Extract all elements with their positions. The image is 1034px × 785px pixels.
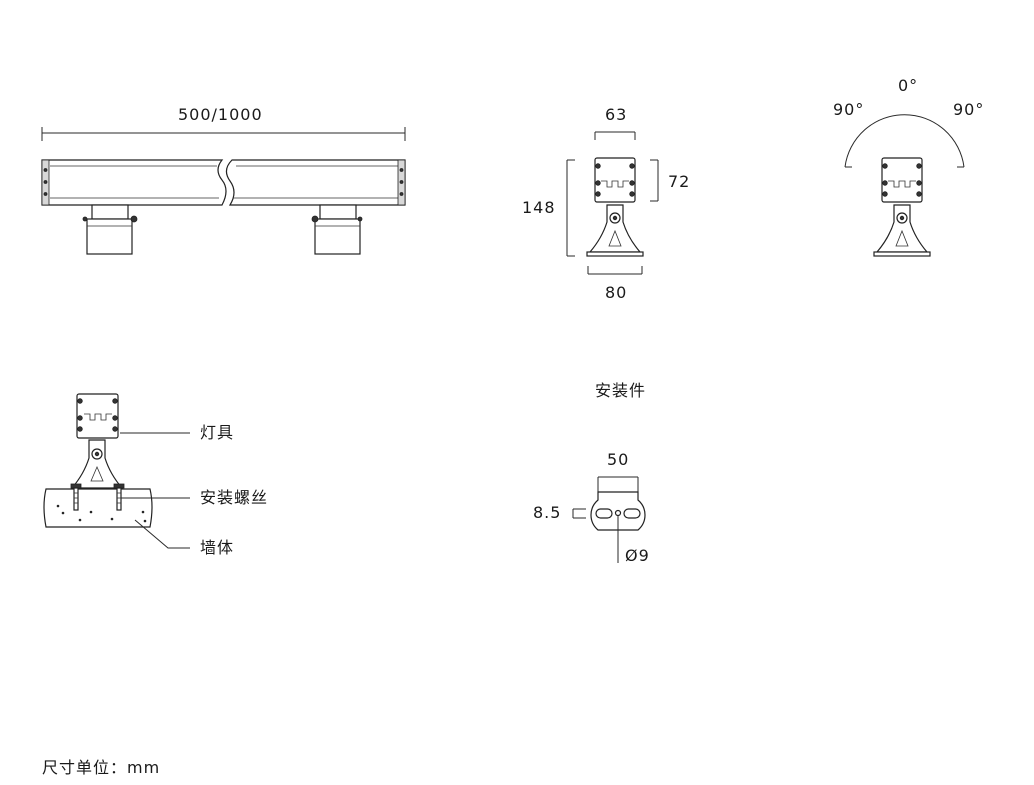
mounting-bracket-right bbox=[311, 204, 363, 255]
total-height-dimension bbox=[566, 159, 575, 257]
slot-dimension bbox=[572, 508, 586, 519]
side-height-label: 72 bbox=[668, 172, 691, 191]
stand bbox=[70, 439, 124, 489]
length-label: 500/1000 bbox=[178, 105, 263, 124]
mounting-bracket-left bbox=[82, 204, 138, 255]
screw-label: 安装螺丝 bbox=[200, 488, 269, 507]
length-dimension bbox=[41, 127, 406, 141]
lamp-head bbox=[881, 157, 923, 203]
width-dimension bbox=[594, 131, 636, 140]
bracket-part bbox=[572, 476, 646, 563]
height-dimension bbox=[650, 159, 659, 202]
front-view bbox=[41, 127, 406, 255]
wall-label: 墙体 bbox=[200, 538, 235, 557]
unit-note: 尺寸单位：mm bbox=[42, 758, 161, 777]
lamp-head bbox=[594, 157, 636, 203]
angle-left-label: 90° bbox=[833, 100, 865, 119]
base-width-dimension bbox=[587, 266, 643, 275]
stand bbox=[873, 204, 931, 257]
side-width-label: 63 bbox=[605, 105, 628, 124]
angle-right-label: 90° bbox=[953, 100, 985, 119]
side-base-width-label: 80 bbox=[605, 283, 628, 302]
light-bar bbox=[41, 159, 406, 206]
lamp-label: 灯具 bbox=[200, 423, 235, 442]
angle-view bbox=[844, 114, 965, 257]
hole-label: Ø9 bbox=[625, 546, 650, 565]
installation-view bbox=[43, 393, 190, 549]
slot-label: 8.5 bbox=[533, 503, 562, 522]
bracket-title: 安装件 bbox=[595, 381, 647, 400]
side-total-height-label: 148 bbox=[522, 198, 556, 217]
mounting-screw-left bbox=[70, 483, 82, 511]
angle-top-label: 0° bbox=[898, 76, 919, 95]
mounting-screw-right bbox=[113, 483, 125, 511]
leader-lines bbox=[120, 432, 190, 549]
side-view bbox=[566, 131, 659, 275]
bracket-width-dimension bbox=[597, 476, 639, 492]
lamp-head bbox=[76, 393, 119, 439]
bracket-width-label: 50 bbox=[607, 450, 630, 469]
stand bbox=[586, 204, 644, 257]
rotation-arc bbox=[844, 114, 965, 168]
